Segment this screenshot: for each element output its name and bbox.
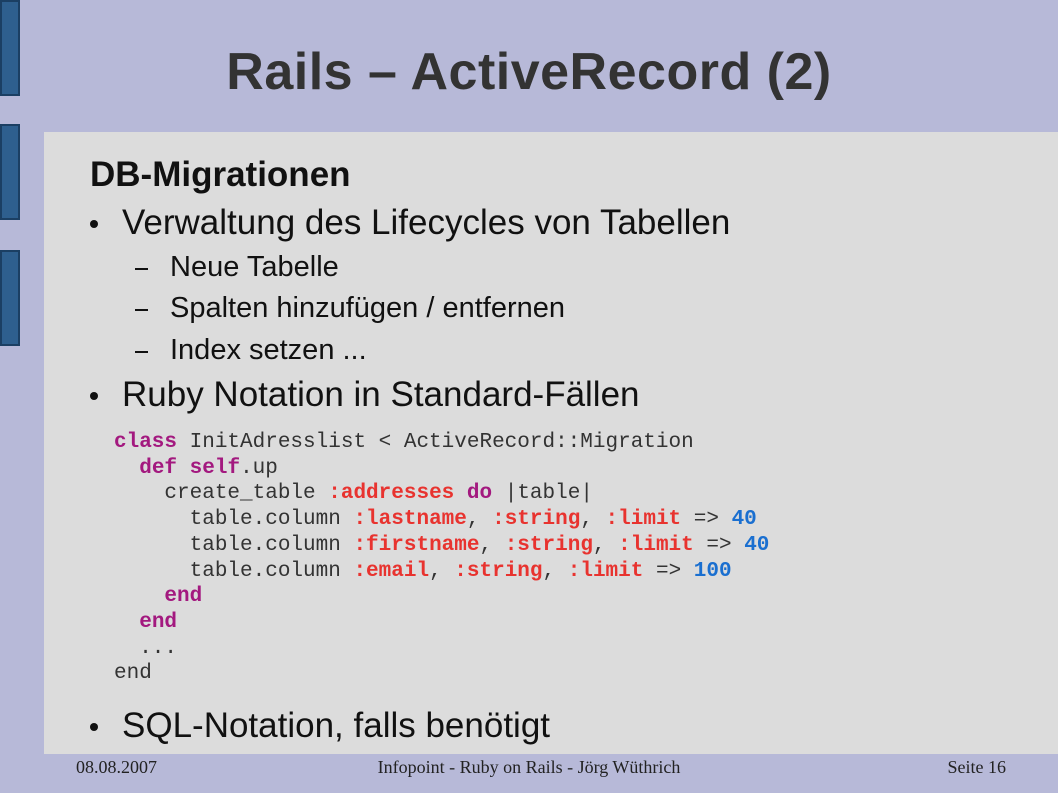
- bullet-sql-notation: SQL-Notation, falls benötigt: [89, 706, 551, 745]
- code-token: [114, 611, 139, 634]
- code-line: table.column :lastname, :string, :limit …: [114, 508, 757, 531]
- code-token: :limit: [567, 559, 644, 583]
- sub-bullet-index: Index setzen ...: [135, 334, 367, 366]
- code-token: :string: [504, 533, 593, 557]
- code-token: self: [189, 456, 241, 480]
- code-token: ,: [592, 533, 619, 557]
- code-line: class InitAdresslist < ActiveRecord::Mig…: [114, 431, 694, 454]
- code-token: :firstname: [353, 533, 480, 557]
- code-token: 100: [693, 559, 732, 583]
- code-token: :lastname: [353, 508, 467, 532]
- code-block: class InitAdresslist < ActiveRecord::Mig…: [114, 430, 769, 687]
- side-bar-top: [0, 0, 20, 96]
- code-token: class: [114, 431, 178, 454]
- code-line: end: [114, 611, 177, 634]
- code-token: [454, 482, 467, 505]
- code-line: end: [114, 585, 202, 608]
- side-bar-bottom: [0, 250, 20, 346]
- code-token: ...: [114, 636, 178, 660]
- bullet-lifecycle: Verwaltung des Lifecycles von Tabellen: [89, 203, 731, 242]
- code-token: table.column: [114, 533, 354, 557]
- code-line: table.column :email, :string, :limit => …: [114, 560, 732, 583]
- footer-page-number: Seite 16: [947, 757, 1007, 777]
- code-token: table.column: [114, 508, 354, 532]
- code-token: table.column: [114, 559, 354, 583]
- content-panel: [44, 132, 1058, 754]
- code-token: InitAdresslist < ActiveRecord::Migration: [177, 431, 694, 454]
- code-token: 40: [744, 533, 770, 557]
- code-token: ,: [542, 559, 568, 583]
- code-token: ,: [479, 533, 505, 557]
- code-token: [114, 585, 164, 608]
- footer-date: 08.08.2007: [76, 757, 157, 777]
- code-token: [177, 457, 190, 480]
- code-token: .up: [240, 456, 278, 480]
- code-token: ,: [429, 559, 455, 583]
- code-token: end: [164, 585, 203, 609]
- code-token: create_table: [114, 482, 329, 506]
- code-token: :limit: [618, 533, 694, 557]
- code-token: :string: [492, 508, 581, 532]
- code-token: =>: [681, 508, 732, 532]
- sub-bullet-new-table: Neue Tabelle: [135, 251, 339, 283]
- code-line: table.column :firstname, :string, :limit…: [114, 533, 770, 557]
- side-bar-middle: [0, 124, 20, 220]
- code-token: =>: [643, 559, 694, 583]
- code-token: |table|: [492, 482, 593, 506]
- code-token: end: [139, 610, 178, 634]
- code-token: =>: [693, 533, 745, 557]
- code-token: 40: [731, 508, 757, 532]
- code-token: do: [466, 482, 493, 506]
- code-line: end: [114, 662, 152, 685]
- code-line: def self.up: [114, 457, 278, 480]
- slide-title: Rails – ActiveRecord (2): [226, 43, 832, 101]
- code-token: :addresses: [328, 482, 455, 506]
- code-token: :limit: [605, 508, 682, 532]
- code-line: create_table :addresses do |table|: [114, 482, 593, 505]
- code-line: ...: [114, 637, 177, 660]
- bullet-ruby-notation: Ruby Notation in Standard-Fällen: [90, 375, 640, 414]
- code-token: [114, 457, 139, 480]
- code-token: ,: [466, 508, 493, 532]
- code-token: :string: [454, 559, 543, 583]
- code-token: :email: [353, 559, 430, 583]
- code-token: ,: [580, 508, 606, 532]
- code-token: end: [114, 662, 152, 686]
- sub-bullet-columns: Spalten hinzufügen / entfernen: [134, 292, 566, 324]
- footer-title: Infopoint - Ruby on Rails - Jörg Wüthric…: [377, 757, 681, 777]
- section-heading: DB-Migrationen: [90, 155, 351, 194]
- code-token: def: [139, 456, 178, 480]
